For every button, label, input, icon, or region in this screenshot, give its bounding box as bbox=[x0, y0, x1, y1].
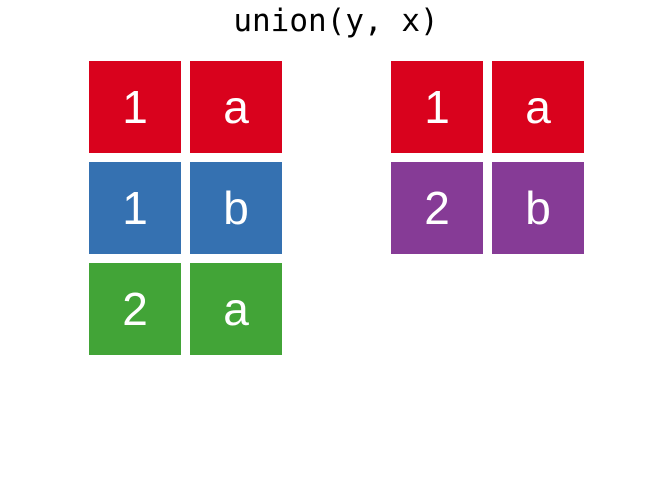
table-cell: 2 bbox=[89, 263, 181, 355]
table-cell: b bbox=[190, 162, 282, 254]
table-cell: b bbox=[492, 162, 584, 254]
table-cell: 1 bbox=[89, 162, 181, 254]
table-cell: a bbox=[190, 61, 282, 153]
table-cell: a bbox=[492, 61, 584, 153]
left-table: 1 a 1 b 2 a bbox=[89, 61, 282, 355]
table-cell: 2 bbox=[391, 162, 483, 254]
table-cell: a bbox=[190, 263, 282, 355]
diagram-title: union(y, x) bbox=[233, 3, 439, 39]
table-cell: 1 bbox=[391, 61, 483, 153]
right-table: 1 a 2 b bbox=[391, 61, 584, 254]
table-cell: 1 bbox=[89, 61, 181, 153]
